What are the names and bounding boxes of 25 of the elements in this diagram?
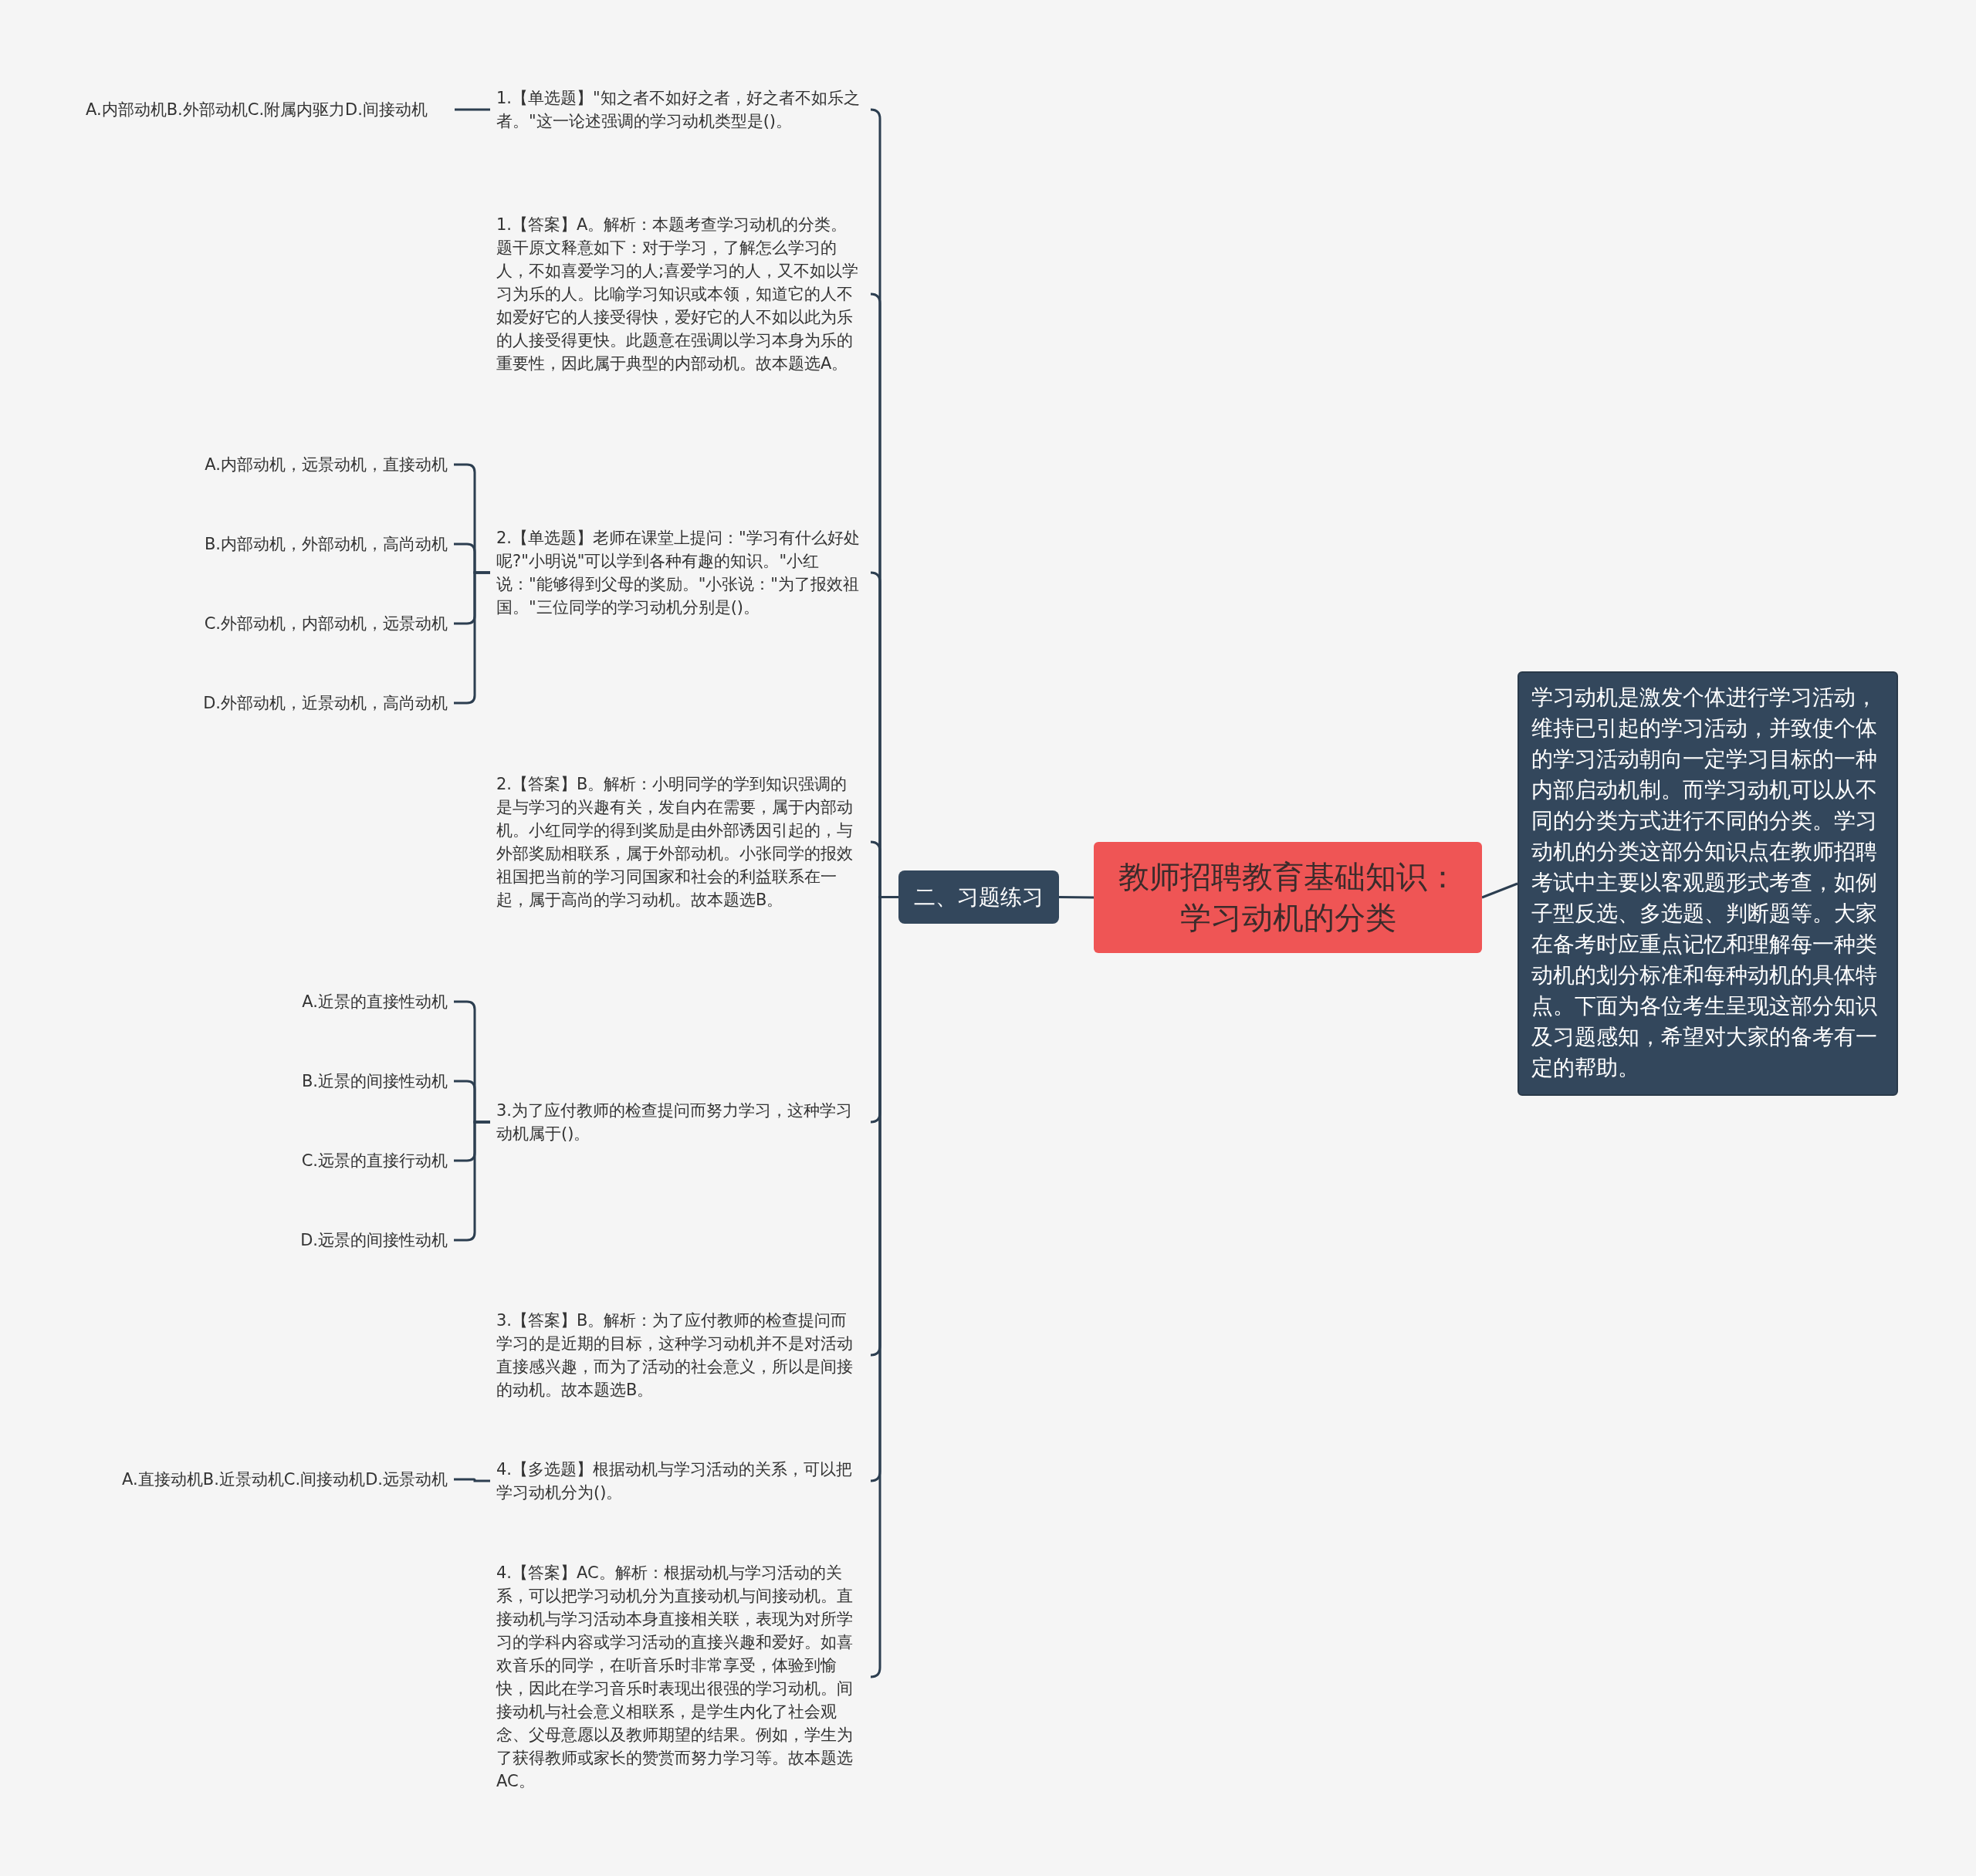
- option-text: D.远景的间接性动机: [300, 1229, 448, 1252]
- description-box: 学习动机是激发个体进行学习活动，维持已引起的学习活动，并致使个体的学习活动朝向一定学习目标的一种内部启动机制。而学习动机可以从不同的分类方式进行不同的分类。学习动机的分类这部分知识点在教师招聘考试中主要以客观题形式考查，如例子型反选、多选题、判断题等。大家在备考时应重点记忆和理解每一种类动机的划分标准和每种动机的具体特点。下面为各位考生呈现这部分知识及习题感知，希望对大家的备考有一定的帮助。: [1518, 671, 1898, 1096]
- option-text: B.近景的间接性动机: [301, 1070, 448, 1093]
- option-text: A.内部动机B.外部动机C.附属内驱力D.间接动机: [86, 98, 448, 121]
- question-text: 2.【单选题】老师在课堂上提问："学习有什么好处呢?"小明说"可以学到各种有趣的知识。"小红说："能够得到父母的奖励。"小张说："为了报效祖国。"三位同学的学习动机分别是()。: [496, 526, 863, 619]
- question-text: 4.【答案】AC。解析：根据动机与学习活动的关系，可以把学习动机分为直接动机与间接动机。直接动机与学习活动本身直接相关联，表现为对所学习的学科内容或学习活动的直接兴趣和爱好。如喜欢音乐的同学，在听音乐时非常享受，体验到愉快，因此在学习音乐时表现出很强的学习动机。间接动机与社会意义相联系，是学生内化了社会观念、父母意愿以及教师期望的结果。例如，学生为了获得教师或家长的赞赏而努力学习等。故本题选AC。: [496, 1561, 863, 1793]
- option-text: A.内部动机，远景动机，直接动机: [205, 453, 448, 476]
- option-text: C.远景的直接行动机: [301, 1149, 448, 1172]
- connector-line: [1059, 896, 1094, 899]
- option-text: D.外部动机，近景动机，高尚动机: [203, 691, 448, 715]
- option-text: A.直接动机B.近景动机C.间接动机D.远景动机: [122, 1468, 448, 1491]
- question-text: 1.【单选题】"知之者不如好之者，好之者不如乐之者。"这一论述强调的学习动机类型是()。: [496, 86, 863, 133]
- connector-line: [454, 1478, 490, 1482]
- connector-line: [1481, 882, 1518, 899]
- topic-box: 教师招聘教育基础知识：学习动机的分类: [1094, 842, 1482, 953]
- question-text: 4.【多选题】根据动机与学习活动的关系，可以把学习动机分为()。: [496, 1458, 863, 1504]
- option-text: A.近景的直接性动机: [302, 990, 448, 1013]
- question-text: 3.为了应付教师的检查提问而努力学习，这种学习动机属于()。: [496, 1099, 863, 1145]
- question-text: 3.【答案】B。解析：为了应付教师的检查提问而学习的是近期的目标，这种学习动机并不是对活动直接感兴趣，而为了活动的社会意义，所以是间接的动机。故本题选B。: [496, 1309, 863, 1401]
- option-text: C.外部动机，内部动机，远景动机: [204, 612, 448, 635]
- question-text: 2.【答案】B。解析：小明同学的学到知识强调的是与学习的兴趣有关，发自内在需要，属于内部动机。小红同学的得到奖励是由外部诱因引起的，与外部奖励相联系，属于外部动机。小张同学的报效祖国把当前的学习同国家和社会的利益联系在一起，属于高尚的学习动机。故本题选B。: [496, 772, 863, 911]
- section-box: 二、习题练习: [898, 870, 1059, 924]
- option-text: B.内部动机，外部动机，高尚动机: [204, 532, 448, 556]
- connector-line: [455, 108, 490, 111]
- question-text: 1.【答案】A。解析：本题考查学习动机的分类。题干原文释意如下：对于学习，了解怎么学习的人，不如喜爱学习的人;喜爱学习的人，又不如以学习为乐的人。比喻学习知识或本领，知道它的人不如爱好它的人接受得快，爱好它的人不如以此为乐的人接受得更快。此题意在强调以学习本身为乐的重要性，因此属于典型的内部动机。故本题选A。: [496, 213, 863, 375]
